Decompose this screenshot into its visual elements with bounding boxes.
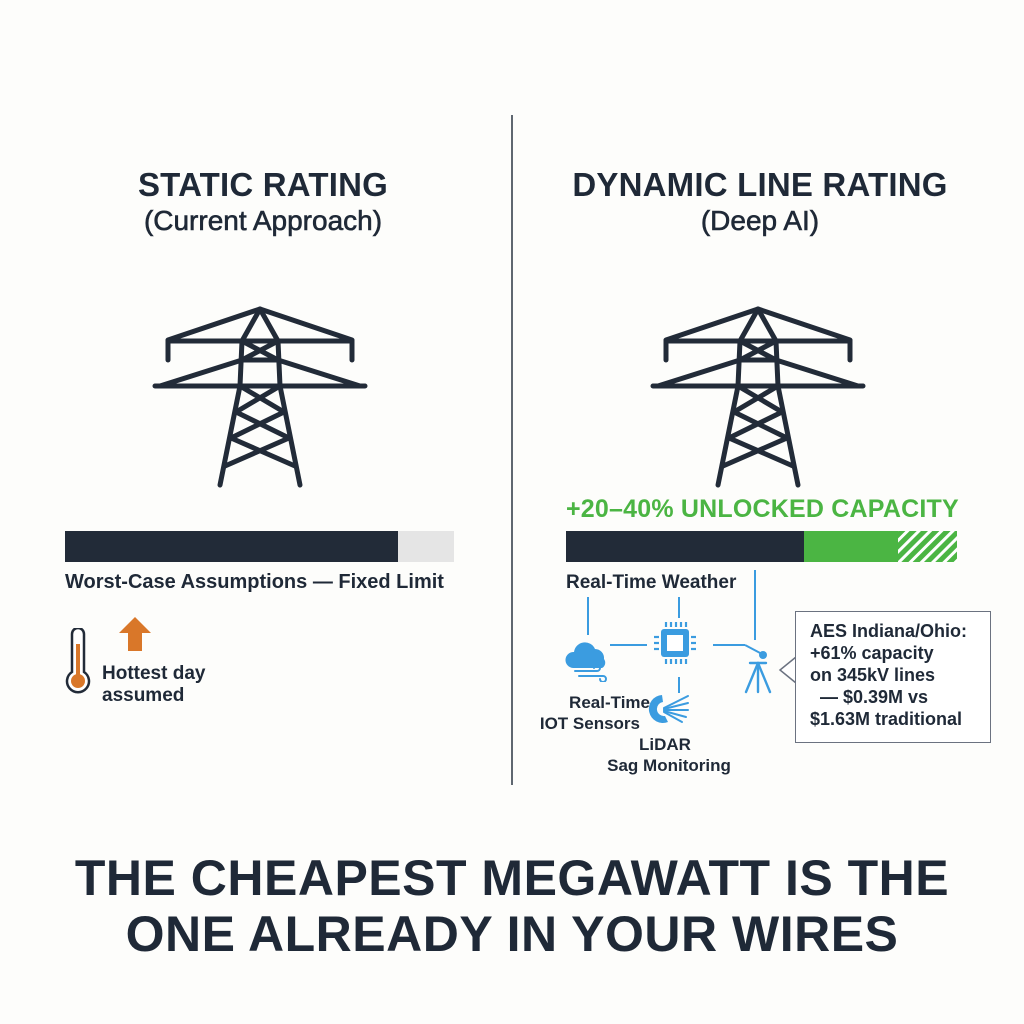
headline-line2: ONE ALREADY IN YOUR WIRES [125, 906, 899, 962]
left-panel-subtitle: (Current Approach) [143, 205, 383, 237]
lidar-label-line2: Sag Monitoring [607, 756, 731, 775]
callout-line: on 345kV lines [810, 665, 936, 685]
right-panel-title: DYNAMIC LINE RATING [572, 166, 948, 203]
real-time-weather-label: Real-Time Weather [566, 572, 737, 593]
right-panel-subtitle: (Deep AI) [700, 205, 820, 237]
panel-divider [511, 115, 513, 785]
aes-case-study-callout: AES Indiana/Ohio: +61% capacity on 345kV… [795, 611, 991, 743]
ai-chip-icon [654, 622, 696, 664]
transmission-tower-icon [650, 306, 866, 488]
survey-tripod-icon [744, 651, 772, 694]
static-capacity-bar-used [65, 531, 398, 562]
thermometer-icon [65, 628, 91, 694]
left-panel-title: STATIC RATING [137, 166, 389, 203]
callout-line: +61% capacity [810, 643, 934, 663]
static-bar-caption: Worst-Case Assumptions — Fixed Limit [65, 571, 444, 593]
callout-line: $1.63M traditional [810, 709, 963, 729]
arrow-up-icon [119, 617, 151, 651]
unlocked-capacity-headline: +20–40% UNLOCKED CAPACITY [566, 495, 959, 523]
hottest-day-note-line2: assumed [102, 685, 185, 706]
iot-sensors-label-line2: IOT Sensors [539, 714, 640, 733]
cloud-wind-icon [565, 642, 607, 682]
lidar-label-line1: LiDAR [639, 735, 691, 754]
callout-line: — $0.39M vs [810, 687, 929, 707]
headline-line1: THE CHEAPEST MEGAWATT IS THE [74, 850, 950, 906]
hottest-day-note-line1: Hottest day [102, 663, 206, 684]
dynamic-capacity-bar [566, 531, 957, 562]
callout-pointer [778, 656, 797, 684]
transmission-tower-icon [152, 306, 368, 488]
diagram-connectors [587, 570, 763, 693]
static-capacity-bar [65, 531, 454, 562]
callout-line: AES Indiana/Ohio: [810, 621, 968, 641]
iot-sensors-label-line1: Real-Time [569, 693, 650, 712]
lidar-scanner-icon [648, 695, 689, 723]
